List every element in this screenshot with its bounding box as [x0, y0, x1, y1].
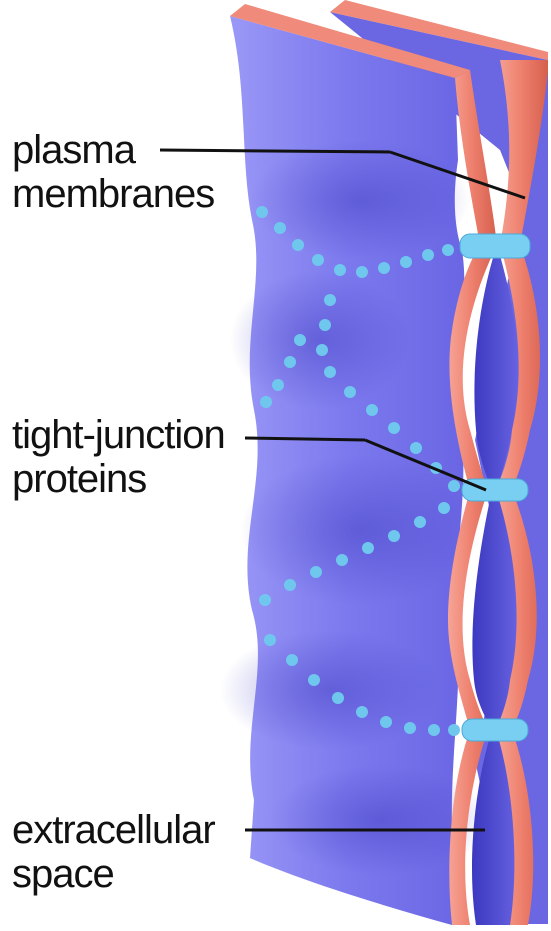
label-tight-junction-proteins: tight-junction proteins — [12, 413, 225, 501]
label-line: proteins — [12, 457, 225, 501]
label-line: membranes — [12, 172, 214, 216]
label-line: extracellular — [12, 808, 215, 852]
face-shading — [250, 140, 470, 260]
face-shading — [240, 455, 480, 605]
label-plasma-membranes: plasma membranes — [12, 128, 214, 216]
label-extracellular-space: extracellular space — [12, 808, 215, 896]
face-shading — [230, 270, 410, 410]
label-line: tight-junction — [12, 413, 225, 457]
label-line: space — [12, 852, 215, 896]
label-line: plasma — [12, 128, 214, 172]
